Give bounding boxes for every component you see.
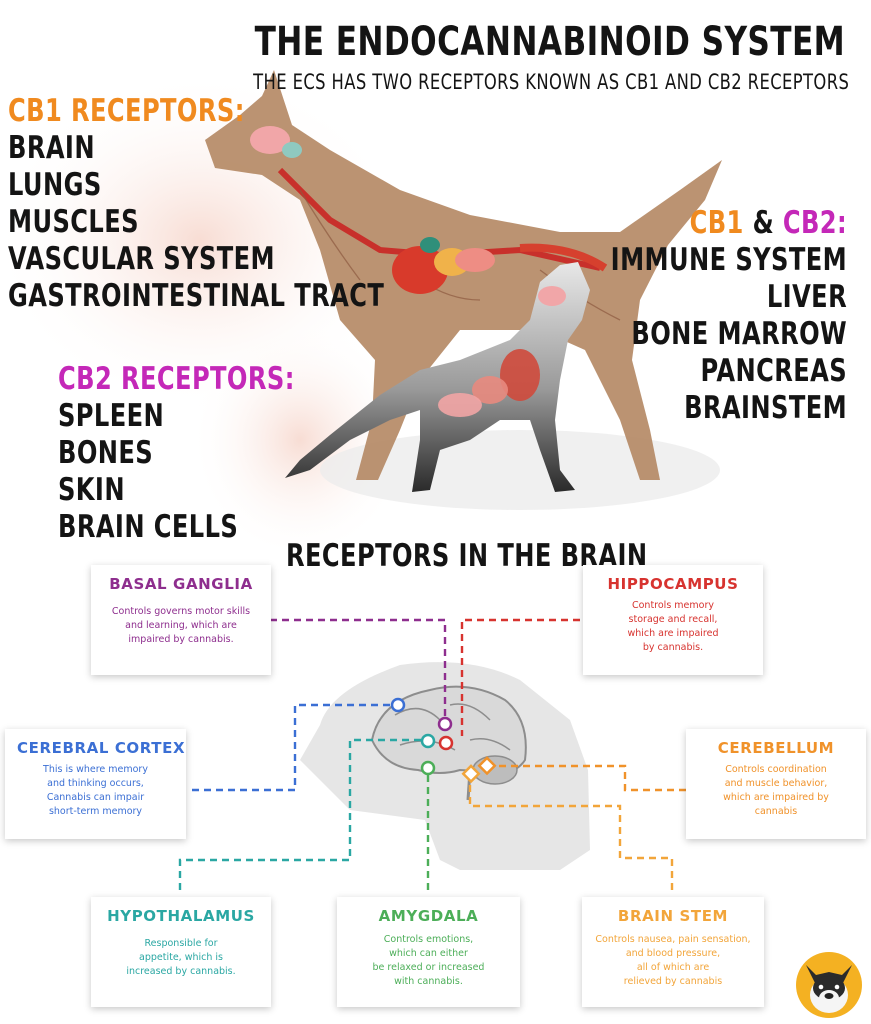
connector-lines — [178, 618, 686, 890]
marker-cerebellum — [477, 756, 497, 776]
cb1-cb2-item: BRAINSTEM — [684, 390, 847, 426]
cb1-cb2-group: CB1 & CB2: IMMUNE SYSTEM LIVER BONE MARR… — [544, 208, 847, 424]
card-hippocampus: HIPPOCAMPUS Controls memory storage and … — [583, 565, 763, 675]
card-cerebral-cortex: CEREBRAL CORTEX This is where memory and… — [5, 729, 186, 839]
cb1-title: CB1 RECEPTORS: — [8, 93, 245, 129]
card-title: HIPPOCAMPUS — [607, 575, 739, 593]
page-title: THE ENDOCANNABINOID SYSTEM — [254, 19, 845, 65]
cb1-group: CB1 RECEPTORS: BRAIN LUNGS MUSCLES VASCU… — [8, 96, 490, 312]
card-description: This is where memory and thinking occurs… — [43, 764, 148, 817]
cb1-cb2-title: CB1 & CB2: — [611, 208, 847, 239]
cb1-item: GASTROINTESTINAL TRACT — [8, 278, 385, 314]
card-title: BASAL GANGLIA — [109, 575, 253, 593]
cb1-label: CB1 — [689, 205, 744, 241]
connector-hippocampus — [460, 618, 580, 736]
card-title: AMYGDALA — [378, 907, 479, 925]
region-markers — [390, 697, 497, 784]
connector-brain-stem — [468, 778, 674, 890]
bulldog-face-icon — [796, 952, 862, 1018]
card-description: Controls memory storage and recall, whic… — [627, 600, 719, 653]
cat-illustration — [285, 262, 590, 492]
connector-cerebellum — [490, 764, 686, 792]
card-title: HYPOTHALAMUS — [107, 907, 255, 925]
card-description: Controls nausea, pain sensation, and blo… — [595, 934, 751, 987]
card-hypothalamus: HYPOTHALAMUS Responsible for appetite, w… — [91, 897, 271, 1007]
cb2-group: CB2 RECEPTORS: SPLEEN BONES SKIN BRAIN C… — [58, 364, 362, 543]
cb2-item: BRAIN CELLS — [58, 509, 239, 545]
cb1-cb2-item: IMMUNE SYSTEM — [610, 242, 847, 278]
cb1-item: LUNGS — [8, 167, 102, 203]
card-basal-ganglia: BASAL GANGLIA Controls governs motor ski… — [91, 565, 271, 675]
card-description: Controls governs motor skills and learni… — [111, 606, 251, 645]
connector-basal-ganglia — [270, 618, 447, 716]
card-title: CEREBRAL CORTEX — [17, 739, 186, 757]
cb1-cb2-item: LIVER — [766, 279, 847, 315]
marker-hypothalamus — [420, 733, 436, 749]
card-brain-stem: BRAIN STEM Controls nausea, pain sensati… — [582, 897, 764, 1007]
marker-brain-stem — [461, 764, 481, 784]
marker-basal-ganglia — [437, 716, 453, 732]
page-subtitle: THE ECS HAS TWO RECEPTORS KNOWN AS CB1 A… — [252, 70, 849, 94]
cb2-item: SKIN — [58, 472, 125, 508]
dog-illustration — [205, 70, 722, 480]
card-title: BRAIN STEM — [617, 907, 729, 925]
cb1-item: BRAIN — [8, 130, 95, 166]
cb2-title: CB2 RECEPTORS: — [58, 361, 295, 397]
cb2-label: CB2: — [782, 205, 847, 241]
cb1-item: VASCULAR SYSTEM — [8, 241, 276, 277]
marker-hippocampus — [438, 735, 454, 751]
cb1-cb2-item: PANCREAS — [700, 353, 847, 389]
marker-cerebral-cortex — [390, 697, 406, 713]
cb1-cb2-item: BONE MARROW — [631, 316, 847, 352]
cb2-item: BONES — [58, 435, 154, 471]
card-amygdala: AMYGDALA Controls emotions, which can ei… — [337, 897, 520, 1007]
cb2-item: SPLEEN — [58, 398, 165, 434]
cb1-item: MUSCLES — [8, 204, 139, 240]
card-cerebellum: CEREBELLUM Controls coordination and mus… — [686, 729, 866, 839]
card-description: Responsible for appetite, which is incre… — [126, 938, 236, 977]
card-title: CEREBELLUM — [717, 739, 835, 757]
connector-cerebral-cortex — [192, 703, 392, 792]
ampersand: & — [743, 205, 783, 241]
card-description: Controls coordination and muscle behavio… — [723, 764, 829, 817]
marker-amygdala — [420, 760, 436, 776]
card-description: Controls emotions, which can either be r… — [372, 934, 485, 987]
